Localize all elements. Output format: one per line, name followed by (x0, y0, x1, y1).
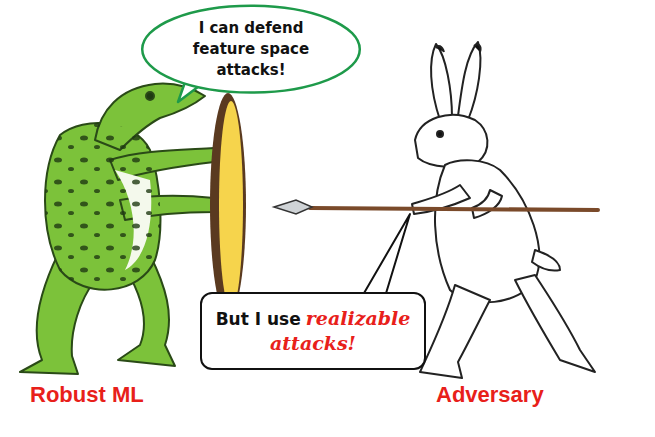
figure-label: Adversary (436, 382, 544, 408)
callout-text: But I use (216, 309, 301, 329)
shield (210, 93, 246, 317)
speech-bubble: I can defend feature space attacks! (140, 4, 362, 94)
text-wrap: I can defend feature space attacks! (170, 18, 332, 80)
spear (274, 200, 598, 214)
frog-figure (20, 84, 214, 374)
figure-label: Robust ML (30, 382, 144, 408)
speech-text: I can defend feature space attacks! (193, 19, 309, 79)
callout-tail (360, 214, 410, 300)
text-wrap: But I use realizable attacks! (214, 306, 412, 356)
callout-box: But I use realizable attacks! (200, 292, 426, 370)
